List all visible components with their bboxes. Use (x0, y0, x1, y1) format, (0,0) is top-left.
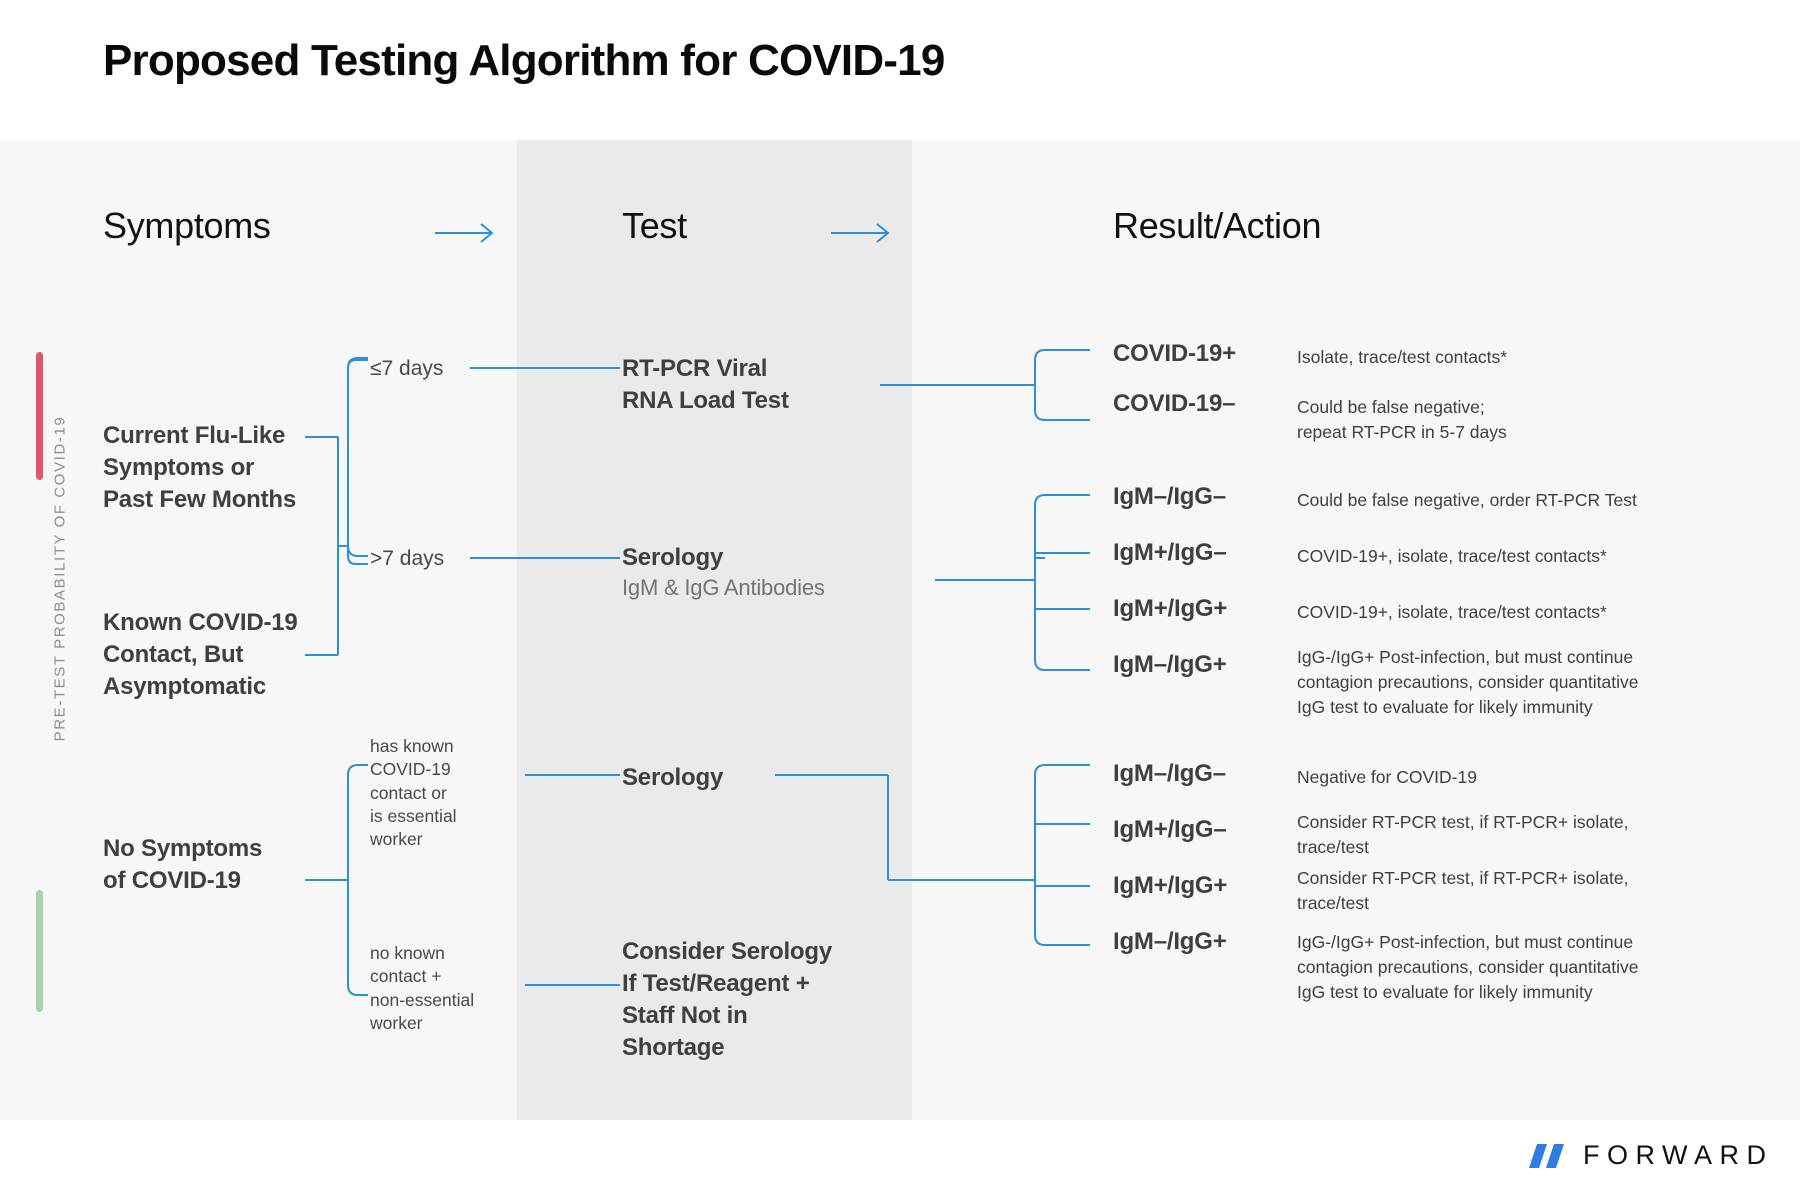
result-desc-line: repeat RT-PCR in 5-7 days (1297, 421, 1507, 442)
result-desc-line: COVID-19+, isolate, trace/test contacts* (1297, 546, 1607, 566)
symptom-node-2: Known COVID-19 Contact, But Asymptomatic (103, 607, 353, 703)
result-desc-igm-pos-igg-neg-asymptomatic: Consider RT-PCR test, if RT-PCR+ isolate… (1297, 810, 1797, 860)
result-desc-igm-neg-igg-pos-asymptomatic: IgG-/IgG+ Post-infection, but must conti… (1297, 930, 1800, 1005)
branch-label-known-contact-line4: is essential (370, 805, 457, 826)
result-key-igm-pos-igg-neg-symptomatic: IgM+/IgG– (1113, 539, 1227, 566)
branch-label-known-contact-line5: worker (370, 829, 423, 850)
result-desc-line: Could be false negative; (1297, 397, 1485, 417)
branch-label-no-contact-line3: non-essential (370, 989, 475, 1010)
result-key-igm-neg-igg-neg-symptomatic: IgM–/IgG– (1113, 483, 1226, 510)
branch-label-known-contact-line1: has known (370, 736, 454, 756)
test-node-serology-asymptomatic: Serology (622, 762, 902, 794)
result-desc-line: Consider RT-PCR test, if RT-PCR+ isolate… (1297, 868, 1629, 888)
result-desc-covid-negative: Could be false negative; repeat RT-PCR i… (1297, 395, 1777, 445)
branch-label-no-contact-line1: no known (370, 943, 445, 963)
result-desc-igm-pos-igg-pos-symptomatic: COVID-19+, isolate, trace/test contacts* (1297, 600, 1797, 625)
branch-label-no-contact: no known contact + non-essential worker (370, 942, 530, 1035)
test-node-serology-symptomatic-subtitle: IgM & IgG Antibodies (622, 574, 825, 600)
result-key-igm-pos-igg-pos-symptomatic: IgM+/IgG+ (1113, 595, 1228, 622)
result-desc-igm-neg-igg-neg-symptomatic: Could be false negative, order RT-PCR Te… (1297, 488, 1797, 513)
result-desc-line: Consider RT-PCR test, if RT-PCR+ isolate… (1297, 812, 1629, 832)
column-header-result-action: Result/Action (1113, 205, 1322, 246)
symptom-node-2-line3: Asymptomatic (103, 672, 266, 700)
result-desc-line: IgG test to evaluate for likely immunity (1297, 981, 1593, 1002)
symptom-node-1-line2: Symptoms or (103, 453, 255, 481)
symptom-node-1: Current Flu-Like Symptoms or Past Few Mo… (103, 420, 353, 516)
result-desc-covid-positive: Isolate, trace/test contacts* (1297, 345, 1777, 370)
branch-label-le-7-days: ≤7 days (370, 357, 444, 380)
result-desc-line: trace/test (1297, 892, 1369, 913)
column-header-test: Test (622, 205, 687, 246)
test-node-rt-pcr-line2: RNA Load Test (622, 386, 789, 414)
column-header-symptoms: Symptoms (103, 205, 271, 246)
symptom-node-1-line1: Current Flu-Like (103, 422, 286, 449)
page-title: Proposed Testing Algorithm for COVID-19 (103, 36, 945, 85)
arrow-right-icon (830, 222, 894, 244)
symptom-node-3: No Symptoms of COVID-19 (103, 833, 353, 897)
branch-label-known-contact-line2: COVID-19 (370, 759, 451, 780)
background-band-test-column (517, 140, 912, 1120)
result-desc-line: trace/test (1297, 836, 1369, 857)
test-node-serology-asymptomatic-title: Serology (622, 764, 724, 791)
branch-label-gt-7-days: >7 days (370, 547, 445, 570)
result-desc-line: contagion precautions, consider quantita… (1297, 956, 1639, 977)
result-desc-igm-pos-igg-neg-symptomatic: COVID-19+, isolate, trace/test contacts* (1297, 544, 1797, 569)
pretest-probability-high-bar (36, 352, 43, 480)
test-node-consider-serology-line2: If Test/Reagent + (622, 969, 810, 997)
test-node-serology-symptomatic-title: Serology (622, 544, 724, 571)
result-desc-igm-neg-igg-pos-symptomatic: IgG-/IgG+ Post-infection, but must conti… (1297, 645, 1800, 720)
forward-slashes-logo-icon (1529, 1143, 1564, 1168)
symptom-node-1-line3: Past Few Months (103, 485, 297, 513)
arrow-right-icon (434, 222, 498, 244)
result-key-igm-pos-igg-neg-asymptomatic: IgM+/IgG– (1113, 816, 1227, 843)
result-desc-line: Negative for COVID-19 (1297, 767, 1477, 787)
forward-logo-wordmark: FORWARD (1583, 1140, 1774, 1170)
result-key-igm-neg-igg-pos-symptomatic: IgM–/IgG+ (1113, 651, 1227, 678)
test-node-consider-serology: Consider Serology If Test/Reagent + Staf… (622, 936, 902, 1064)
test-node-consider-serology-line4: Shortage (622, 1033, 725, 1061)
symptom-node-3-line1: No Symptoms (103, 835, 263, 862)
pretest-probability-low-bar (36, 890, 43, 1012)
test-node-consider-serology-line1: Consider Serology (622, 938, 832, 965)
symptom-node-2-line1: Known COVID-19 (103, 609, 298, 636)
symptom-node-2-line2: Contact, But (103, 640, 244, 668)
result-desc-line: COVID-19+, isolate, trace/test contacts* (1297, 602, 1607, 622)
result-desc-line: Could be false negative, order RT-PCR Te… (1297, 490, 1637, 510)
pretest-probability-axis-label: PRE-TEST PROBABILITY OF COVID-19 (51, 415, 69, 742)
result-desc-igm-neg-igg-neg-asymptomatic: Negative for COVID-19 (1297, 765, 1797, 790)
result-desc-line: Isolate, trace/test contacts* (1297, 347, 1508, 367)
branch-label-no-contact-line2: contact + (370, 966, 442, 987)
result-key-igm-neg-igg-pos-asymptomatic: IgM–/IgG+ (1113, 928, 1227, 955)
result-desc-line: IgG test to evaluate for likely immunity (1297, 696, 1593, 717)
background-band-footer (0, 1120, 1800, 1198)
result-desc-line: contagion precautions, consider quantita… (1297, 671, 1639, 692)
branch-label-known-contact-line3: contact or (370, 782, 447, 803)
test-node-serology-symptomatic: Serology IgM & IgG Antibodies (622, 542, 922, 603)
forward-logo: FORWARD (1527, 1140, 1774, 1171)
result-key-igm-neg-igg-neg-asymptomatic: IgM–/IgG– (1113, 760, 1226, 787)
test-node-rt-pcr-line1: RT-PCR Viral (622, 355, 768, 382)
branch-label-no-contact-line4: worker (370, 1012, 423, 1033)
result-desc-line: IgG-/IgG+ Post-infection, but must conti… (1297, 932, 1634, 952)
test-node-rt-pcr: RT-PCR Viral RNA Load Test (622, 353, 902, 417)
result-key-igm-pos-igg-pos-asymptomatic: IgM+/IgG+ (1113, 872, 1228, 899)
result-desc-igm-pos-igg-pos-asymptomatic: Consider RT-PCR test, if RT-PCR+ isolate… (1297, 866, 1797, 916)
symptom-node-3-line2: of COVID-19 (103, 866, 241, 894)
result-key-covid-positive: COVID-19+ (1113, 340, 1236, 367)
result-key-covid-negative: COVID-19– (1113, 390, 1236, 417)
branch-label-known-contact: has known COVID-19 contact or is essenti… (370, 735, 520, 851)
result-desc-line: IgG-/IgG+ Post-infection, but must conti… (1297, 647, 1634, 667)
test-node-consider-serology-line3: Staff Not in (622, 1001, 748, 1029)
